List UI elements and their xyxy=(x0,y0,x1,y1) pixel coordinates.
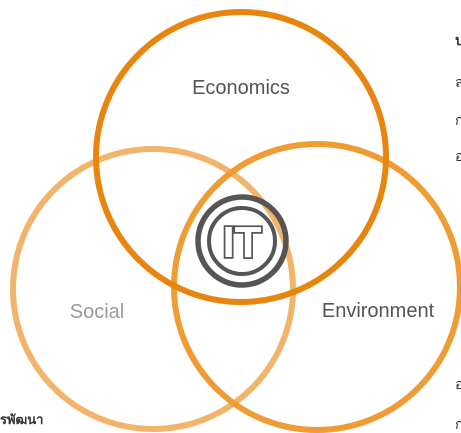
it-logo-icon: IT xyxy=(195,194,289,288)
social-label: Social xyxy=(70,301,124,323)
environment-label: Environment xyxy=(322,300,435,322)
side-text-bottom-left: รพัฒนา xyxy=(0,413,44,428)
side-text-right-4: อ xyxy=(455,149,461,165)
logo-text: IT xyxy=(222,218,261,267)
economics-circle xyxy=(93,9,389,305)
side-text-right-3: ก xyxy=(455,113,461,129)
side-text-right-1: ป xyxy=(455,33,461,49)
economics-label: Economics xyxy=(192,77,290,99)
environment-circle xyxy=(171,141,461,433)
side-text-right-6: ก xyxy=(455,417,461,433)
side-text-right-2: ล xyxy=(455,75,461,91)
side-text-right-5: อ xyxy=(455,377,461,393)
social-circle xyxy=(10,146,296,432)
